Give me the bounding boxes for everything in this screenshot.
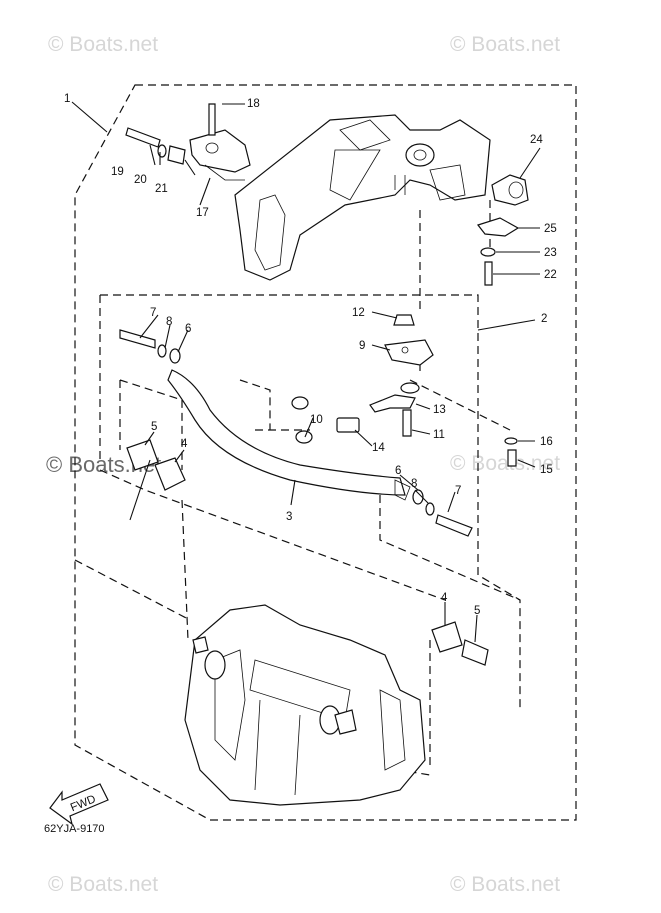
- callout-15: 15: [540, 464, 553, 476]
- screw-15-dash: [409, 379, 511, 431]
- bushing-5-right: [461, 639, 489, 666]
- washer-23: [480, 247, 496, 257]
- clamp-24: [491, 174, 529, 206]
- washer-8-right: [425, 502, 435, 516]
- callout-13: 13: [433, 404, 446, 416]
- callout-7-left: 7: [150, 307, 156, 319]
- callout-16: 16: [540, 436, 553, 448]
- callout-17: 17: [196, 207, 209, 219]
- bolt-7-left: [119, 329, 156, 349]
- screw-15: [507, 449, 517, 467]
- callout-21: 21: [155, 183, 168, 195]
- washer-20: [157, 144, 167, 158]
- bracket-plate-9: [384, 339, 434, 366]
- callout-8-right: 8: [411, 478, 417, 490]
- watermark-top-right: © Boats.net: [450, 33, 561, 56]
- callout-20: 20: [134, 174, 147, 186]
- assembly-boundary-inner: [99, 294, 521, 710]
- callout-6-right: 6: [395, 465, 401, 477]
- callout-14: 14: [372, 442, 385, 454]
- watermark-bottom-right: © Boats.net: [450, 873, 561, 896]
- nut-4-left: [154, 457, 186, 491]
- callout-5-left: 5: [151, 421, 157, 433]
- bushing-group-right: [379, 495, 521, 601]
- callout-6-left: 6: [185, 323, 191, 335]
- washer-8-left: [157, 344, 167, 358]
- watermark-top-left: © Boats.net: [48, 33, 159, 56]
- plate-25: [476, 217, 520, 237]
- callout-25: 25: [544, 223, 557, 235]
- steering-arm-3: [167, 369, 411, 501]
- mount-bracket-outline: [239, 379, 310, 431]
- watermark-bottom-left: © Boats.net: [48, 873, 159, 896]
- block-14: [336, 417, 360, 433]
- callout-4-left: 4: [181, 438, 188, 450]
- callout-12: 12: [352, 307, 365, 319]
- bolt-22: [484, 261, 493, 286]
- callout-24: 24: [530, 134, 543, 146]
- clamp-bracket-link-left: [181, 499, 189, 641]
- upper-swivel-bracket: [234, 114, 491, 281]
- nut-4-right: [431, 621, 463, 653]
- callout-2: 2: [541, 313, 547, 325]
- callout-23: 23: [544, 247, 557, 259]
- callout-8-left: 8: [166, 316, 172, 328]
- grommet-10: [291, 396, 313, 444]
- callout-7-right: 7: [455, 485, 461, 497]
- callout-10: 10: [310, 414, 323, 426]
- callout-11: 11: [433, 429, 445, 441]
- leader-lines: [71, 101, 541, 643]
- bolt-19: [125, 127, 161, 148]
- clamp-17: [189, 129, 251, 181]
- lever-plate-13: [369, 382, 420, 413]
- callout-4-right: 4: [441, 592, 448, 604]
- part-number-label: 62YJA-9170: [44, 823, 105, 835]
- assembly-boundary-outer: [74, 84, 577, 821]
- callout-5-right: 5: [474, 605, 480, 617]
- callout-19: 19: [111, 166, 124, 178]
- stud-11: [402, 409, 412, 437]
- bolt-7-right: [435, 514, 473, 537]
- nut-12: [393, 314, 415, 326]
- screw-18: [208, 103, 216, 136]
- callout-22: 22: [544, 269, 557, 281]
- washer-6-left: [169, 348, 181, 364]
- bushing-5-left: [126, 439, 159, 471]
- callout-3: 3: [286, 511, 292, 523]
- callout-9: 9: [359, 340, 365, 352]
- fwd-arrow-icon: FWD: [49, 783, 109, 826]
- callout-1: 1: [64, 93, 70, 105]
- washer-16: [504, 437, 518, 445]
- collar-21: [167, 145, 186, 165]
- callout-18: 18: [247, 98, 260, 110]
- lower-clamp-bracket: [184, 604, 426, 806]
